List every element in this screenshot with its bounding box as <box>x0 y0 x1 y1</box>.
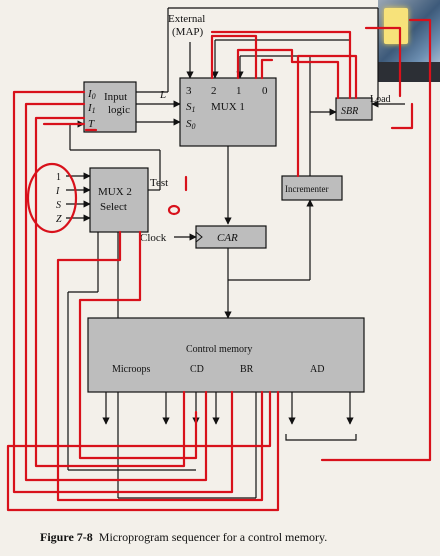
input-logic-label-2: logic <box>108 104 130 116</box>
red-annotations <box>6 18 432 512</box>
field-cd: CD <box>190 364 204 375</box>
control-memory-block <box>87 317 365 393</box>
map-label: (MAP) <box>172 26 204 38</box>
photo-desk <box>378 62 440 82</box>
sbr-block <box>335 97 373 121</box>
mux2-input-i: I <box>55 186 60 197</box>
mux1-input-3: 3 <box>186 85 192 97</box>
incrementer-label: Incrementer <box>285 184 328 194</box>
clock-label: Clock <box>140 232 167 244</box>
mux2-input-s: S <box>56 200 61 211</box>
sbr-label: SBR <box>341 106 358 117</box>
load-label: Load <box>370 94 391 105</box>
field-br: BR <box>240 364 254 375</box>
mux1-input-0: 0 <box>262 85 268 97</box>
figure-caption-text: Microprogram sequencer for a control mem… <box>98 530 328 544</box>
mux2-block <box>89 167 149 233</box>
car-label: CAR <box>217 232 238 244</box>
input-logic-label-1: Input <box>104 91 127 103</box>
mux1-input-1: 1 <box>236 85 242 97</box>
control-memory-label: Control memory <box>186 344 252 355</box>
i1-label: I1 <box>87 102 96 115</box>
l-label: L <box>159 89 166 101</box>
incrementer-block <box>281 175 343 201</box>
mux2-name: MUX 2 <box>98 186 132 198</box>
field-microops: Microops <box>112 364 150 375</box>
mux1-name: MUX 1 <box>211 101 245 113</box>
field-ad: AD <box>310 364 324 375</box>
figure-caption: Figure 7-8 Microprogram sequencer for a … <box>40 530 440 545</box>
car-block <box>195 225 267 249</box>
input-logic-block <box>83 81 137 133</box>
i0-label: I0 <box>87 88 96 101</box>
mux2-input-z: Z <box>56 214 62 225</box>
external-label: External <box>168 13 205 25</box>
photo-lamp <box>384 8 408 44</box>
mux1-s0-label: S0 <box>186 118 196 131</box>
t-label: T <box>88 118 95 130</box>
mux2-input-1: 1 <box>56 172 61 183</box>
figure-number: Figure 7-8 <box>40 530 93 544</box>
mux1-input-2: 2 <box>211 85 217 97</box>
mux1-block <box>179 77 277 147</box>
mux2-select-label: Select <box>100 201 127 213</box>
test-label: Test <box>150 177 168 189</box>
mux1-s1-label: S1 <box>186 101 196 114</box>
